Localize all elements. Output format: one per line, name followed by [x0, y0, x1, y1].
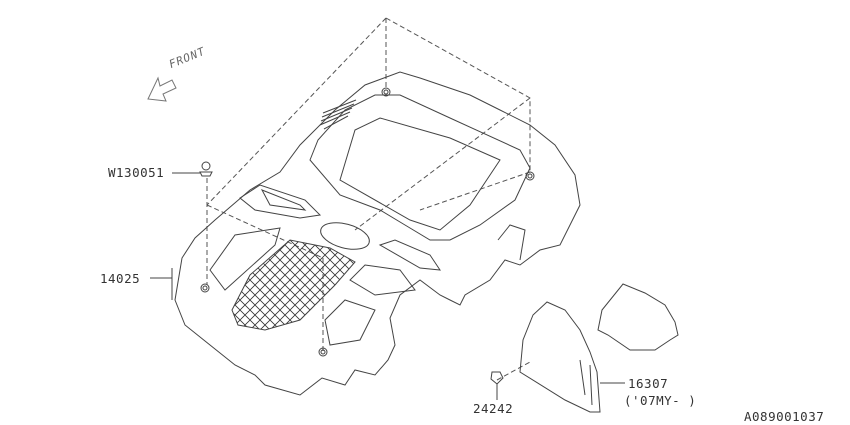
callout-16307-note: ('07MY- ) [624, 393, 697, 408]
leader-14025 [150, 268, 173, 300]
callout-16307: 16307 [628, 376, 669, 391]
install-guide-lines [206, 17, 531, 381]
clip-w130051-icon [172, 161, 213, 177]
callout-24242: 24242 [473, 401, 514, 416]
front-arrow-icon [147, 76, 177, 102]
shield-part [597, 283, 679, 351]
callout-14025: 14025 [100, 271, 141, 286]
vent-slots [319, 99, 357, 130]
grommet-icons [200, 87, 535, 357]
engine-cover-14025 [174, 71, 581, 396]
clip-24242-icon [490, 371, 504, 400]
figure-id: A089001037 [744, 409, 825, 424]
callout-w130051: W130051 [108, 165, 165, 180]
duct-cover-16307 [519, 301, 625, 413]
